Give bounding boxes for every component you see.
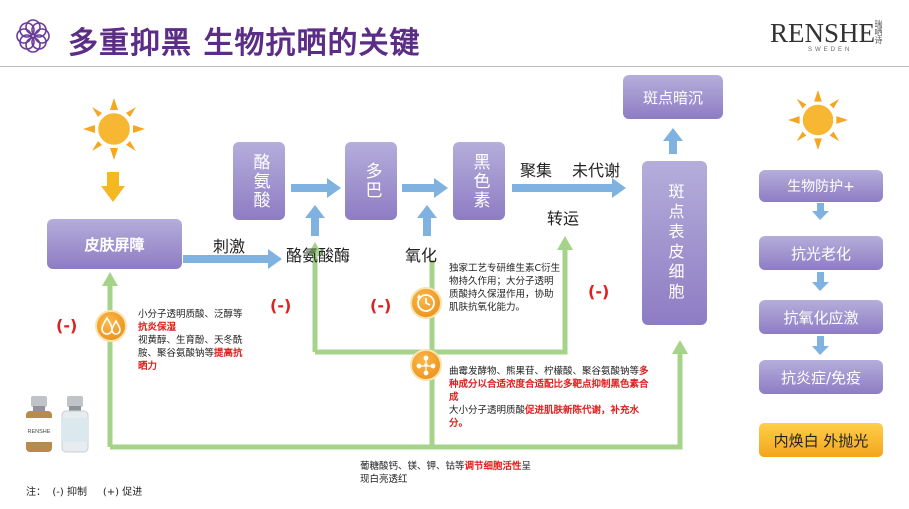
not-metabolized-label: 未代谢 (572, 161, 621, 180)
transport-label: 转运 (547, 209, 580, 228)
dopa-node: 多巴 (345, 142, 397, 220)
gather-label: 聚集 (520, 161, 553, 180)
inhibit-mark: (-) (270, 296, 292, 315)
brand-emblem-icon (14, 17, 52, 55)
sun-icon (83, 98, 145, 160)
tyrosinase-label: 酪氨酸酶 (286, 246, 351, 265)
right-item-anti-inflammation: 抗炎症/免疫 (759, 360, 883, 394)
right-item-anti-photoaging: 抗光老化 (759, 236, 883, 270)
brand-logo: RENSHE (770, 18, 876, 48)
mineral-note: 葡糖酸钙、镁、钾、钴等调节细胞活性呈现白亮透红 (360, 461, 532, 485)
right-item-bio-protection: 生物防护+ (759, 170, 883, 202)
header-divider (0, 66, 909, 67)
melanin-inhibit-note: 曲霉发酵物、熊果苷、柠檬酸、聚谷氨酸钠等多种成分以合适浓度合适配比多靶点抑制黑色… (449, 366, 649, 429)
product-vial: RENSHE (24, 396, 54, 454)
water-drops-icon (95, 310, 127, 342)
result-badge: 内焕白 外抛光 (759, 423, 883, 457)
right-item-anti-oxidative-stress: 抗氧化应激 (759, 300, 883, 334)
spot-surface-cells-node: 斑点表皮细胞 (642, 161, 707, 325)
page-title: 多重抑黑 生物抗晒的关键 (68, 26, 421, 61)
inhibit-mark: (-) (588, 282, 610, 301)
timer-icon (410, 287, 442, 319)
sun-icon (788, 90, 848, 150)
oxidation-label: 氧化 (405, 246, 438, 265)
skin-barrier-node: 皮肤屏障 (47, 219, 182, 269)
left-ingredient-note: 小分子透明质酸、泛醇等抗炎保湿 视黄醇、生育酚、天冬酰胺、聚谷氨酸钠等提高抗晒力 (138, 309, 243, 372)
melanin-node: 黑色素 (453, 142, 505, 220)
legend: 注： (-) 抑制 (+) 促进 (26, 487, 143, 498)
spot-dark-node: 斑点暗沉 (623, 75, 723, 119)
inhibit-mark: (-) (56, 316, 78, 335)
tyrosine-node: 酪氨酸 (233, 142, 285, 220)
stimulus-label: 刺激 (213, 237, 246, 256)
molecule-icon (410, 349, 442, 381)
product-vial (60, 396, 90, 454)
product-vial-brand: RENSHE (28, 429, 51, 435)
brand-logo-side: 瑞哂诗 (874, 20, 883, 44)
vitamin-c-note: 独家工艺专研维生素C衍生物持久作用；大分子透明质酸持久保湿作用，协助肌肤抗氧化能… (449, 263, 561, 313)
inhibit-mark: (-) (370, 296, 392, 315)
brand-logo-sub: SWEDEN (808, 47, 853, 53)
